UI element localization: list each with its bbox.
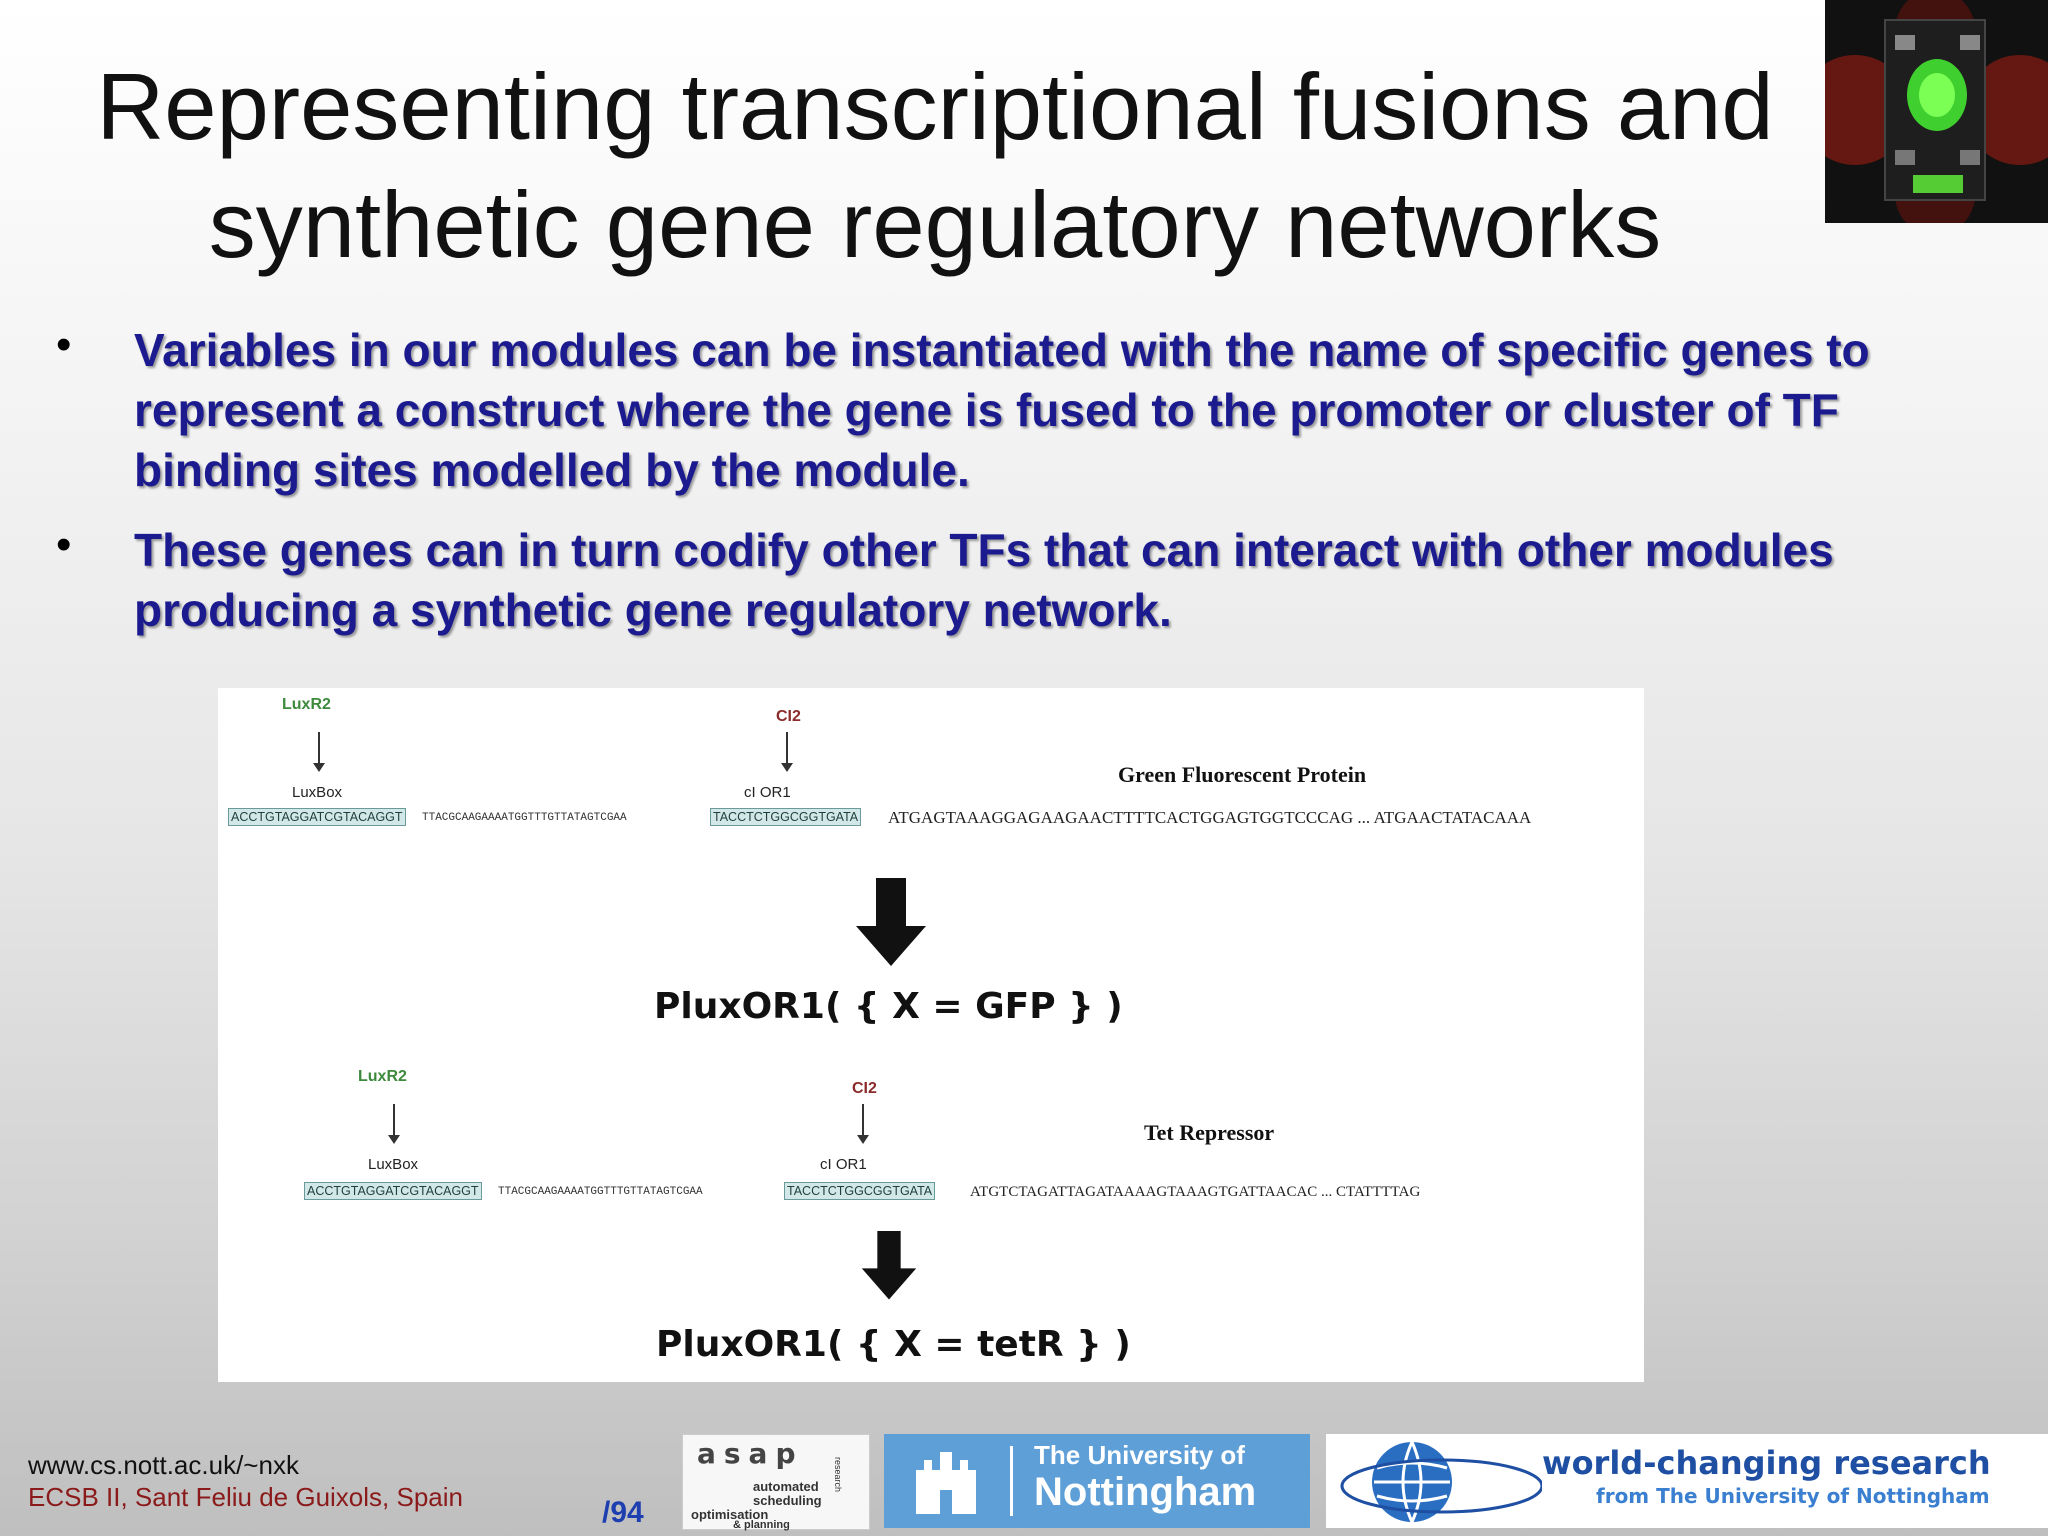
gfp-gene-sequence: ATGAGTAAAGGAGAAGAACTTTTCACTGGAGTGGTCCCAG… — [888, 808, 1532, 827]
transform-arrow-icon — [856, 878, 926, 966]
transform-arrow-icon — [861, 1231, 917, 1300]
asap-logo: asap automated scheduling optimisation &… — [682, 1434, 870, 1531]
ci-or1-sequence: TACCTCTGGCGGTGATA — [710, 808, 862, 826]
corner-image — [1825, 0, 2048, 223]
down-arrow-icon — [388, 1104, 400, 1144]
footer-url: www.cs.nott.ac.uk/~nxk — [28, 1450, 299, 1480]
protein-name-gfp: Green Fluorescent Protein — [1118, 762, 1367, 787]
regulator-luxr2-label: LuxR2 — [282, 696, 331, 713]
down-arrow-icon — [857, 1104, 869, 1144]
asap-logo-line: & planning — [733, 1519, 790, 1531]
asap-logo-line: optimisation — [691, 1507, 769, 1522]
ci-or1-sequence: TACCTCTGGCGGTGATA — [784, 1182, 936, 1200]
tetr-gene-sequence: ATGTCTAGATTAGATAAAAGTAAAGTGATTAACAC ... … — [970, 1184, 1421, 1200]
bullet-item-2: • These genes can in turn codify other T… — [52, 520, 1952, 640]
site-luxbox-label: LuxBox — [292, 784, 343, 801]
bullet-marker: • — [56, 520, 72, 569]
slide-title: Representing transcriptional fusions and… — [0, 48, 1870, 284]
regulator-ci2-label: CI2 — [852, 1080, 877, 1097]
down-arrow-icon — [781, 732, 793, 772]
nottingham-logo: The University of Nottingham — [884, 1434, 1310, 1528]
bullet-text: These genes can in turn codify other TFs… — [134, 524, 1834, 636]
spacer-sequence: TTACGCAAGAAAATGGTTTGTTATAGTCGAA — [498, 1186, 703, 1198]
formula-tetr: PluxOR1( { X = tetR } ) — [656, 1324, 1131, 1365]
spacer-sequence: TTACGCAAGAAAATGGTTTGTTATAGTCGAA — [422, 812, 627, 824]
regulator-luxr2-label: LuxR2 — [358, 1068, 407, 1085]
asap-logo-word: asap — [697, 1437, 804, 1470]
bullet-item-1: • Variables in our modules can be instan… — [52, 320, 1952, 500]
site-ci-or1-label: cI OR1 — [744, 784, 791, 801]
castle-crest-icon — [916, 1452, 976, 1514]
world-logo-line2: from The University of Nottingham — [1596, 1484, 1990, 1508]
bullet-text: Variables in our modules can be instanti… — [134, 324, 1870, 496]
title-line-2: synthetic gene regulatory networks — [208, 172, 1662, 277]
down-arrow-icon — [313, 732, 325, 772]
luxbox-sequence: ACCTGTAGGATCGTACAGGT — [304, 1182, 482, 1200]
world-changing-logo: world-changing research from The Univers… — [1326, 1434, 2048, 1528]
formula-gfp: PluxOR1( { X = GFP } ) — [654, 986, 1123, 1027]
luxbox-sequence: ACCTGTAGGATCGTACAGGT — [228, 808, 406, 826]
bullet-list: • Variables in our modules can be instan… — [52, 320, 1952, 660]
asap-logo-line: automated — [753, 1479, 819, 1494]
footer-venue: ECSB II, Sant Feliu de Guixols, Spain — [28, 1482, 463, 1512]
site-luxbox-label: LuxBox — [368, 1156, 419, 1173]
title-line-1: Representing transcriptional fusions and — [96, 54, 1774, 159]
bullet-marker: • — [56, 320, 72, 369]
asap-logo-side: research — [833, 1457, 843, 1493]
nottingham-logo-line2: Nottingham — [1034, 1470, 1257, 1514]
site-ci-or1-label: cI OR1 — [820, 1156, 867, 1173]
gene-fusion-figure: LuxR2 CI2 LuxBox cI OR1 Green Fluorescen… — [218, 688, 1644, 1382]
regulator-ci2-label: CI2 — [776, 708, 801, 725]
logo-divider — [1010, 1446, 1013, 1516]
globe-icon — [1340, 1441, 1542, 1523]
nottingham-logo-line1: The University of — [1034, 1440, 1245, 1470]
asap-logo-line: scheduling — [753, 1493, 822, 1508]
world-logo-line1: world-changing research — [1542, 1444, 1991, 1482]
protein-name-tetr: Tet Repressor — [1144, 1120, 1275, 1145]
page-number: /94 — [602, 1496, 644, 1529]
